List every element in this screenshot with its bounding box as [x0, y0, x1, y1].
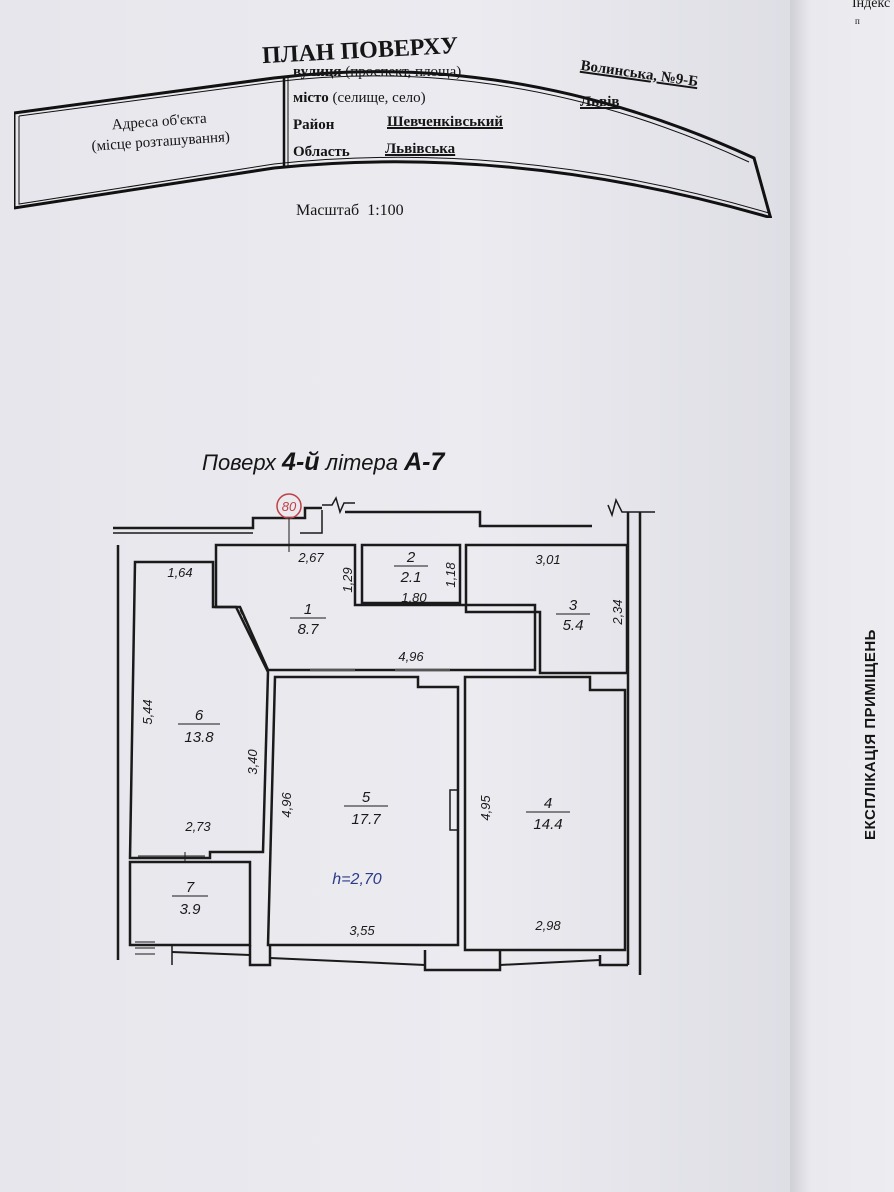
- room-5-outline: [266, 675, 460, 947]
- room-3-number: 3: [569, 597, 578, 614]
- street-label-text: вулиця: [293, 64, 342, 80]
- room-labels: 1 8.7 2 2.1 3 5.4 4 14.4 5 17.7 6 13.8 7…: [172, 549, 590, 918]
- axis-marker-label: 80: [282, 499, 297, 514]
- room-7-number: 7: [186, 879, 195, 896]
- floor-heading: Поверх 4-й літера А-7: [202, 448, 444, 477]
- region-label: Область: [293, 144, 350, 160]
- walls: [113, 496, 655, 975]
- room-4-outline: [463, 675, 627, 952]
- room-3-outline: [464, 543, 629, 675]
- room-7-area: 3.9: [180, 901, 202, 918]
- district-value: Шевченківський: [387, 114, 504, 130]
- dim-4-95: 4,95: [478, 795, 493, 821]
- room-6-number: 6: [195, 707, 204, 724]
- index-label: Індекс: [852, 0, 891, 11]
- room-6-area: 13.8: [184, 729, 214, 746]
- window-lines: [135, 609, 601, 966]
- room-6-outline: [128, 560, 270, 860]
- city-label-hint: (селище, село): [332, 90, 426, 106]
- district-label: Район: [293, 117, 335, 133]
- dim-4-96-side: 4,96: [279, 792, 294, 818]
- dim-3-01: 3,01: [535, 552, 560, 567]
- dim-5-44: 5,44: [140, 699, 155, 724]
- region-value: Львівська: [385, 141, 456, 157]
- dimension-labels: 2,67 1,29 1,80 1,18 3,01 2,34 1,64 4,96 …: [140, 550, 625, 938]
- dim-2-98: 2,98: [534, 918, 561, 933]
- room-3-area: 5.4: [563, 617, 584, 634]
- dim-3-40: 3,40: [245, 749, 260, 775]
- dim-2-73: 2,73: [184, 819, 211, 834]
- dim-2-67: 2,67: [297, 550, 324, 565]
- address-table-frame: [14, 70, 772, 218]
- street-label: вулиця (проспект, площа): [293, 64, 461, 81]
- dim-1-29: 1,29: [340, 567, 355, 592]
- floor-label: Поверх: [202, 450, 276, 475]
- dim-4-96-top: 4,96: [398, 649, 424, 664]
- dim-1-80: 1,80: [401, 590, 427, 605]
- document-page: [0, 0, 790, 1192]
- letter-value: А-7: [404, 448, 445, 476]
- adjacent-page: [790, 0, 894, 1192]
- room-4-area: 14.4: [533, 816, 562, 833]
- dim-2-34: 2,34: [610, 599, 625, 625]
- scale: Масштаб 1:100: [296, 202, 404, 220]
- dim-1-18: 1,18: [443, 562, 458, 588]
- street-label-hint: (проспект, площа): [345, 64, 462, 80]
- room-1-area: 8.7: [298, 621, 320, 638]
- city-value: Львів: [580, 94, 620, 110]
- room-5-area: 17.7: [351, 811, 381, 828]
- room-1-number: 1: [304, 601, 312, 618]
- index-sub: п: [855, 16, 860, 26]
- scale-label: Масштаб: [296, 202, 360, 219]
- city-label: місто (селище, село): [293, 90, 426, 107]
- room-4-number: 4: [544, 795, 552, 812]
- floor-value: 4-й: [282, 448, 320, 476]
- city-label-text: місто: [293, 90, 329, 106]
- dim-1-64: 1,64: [167, 565, 192, 580]
- scale-value: 1:100: [367, 202, 404, 219]
- dim-3-55: 3,55: [349, 923, 375, 938]
- room-2-area: 2.1: [400, 569, 422, 586]
- letter-label: літера: [325, 450, 398, 475]
- room-5-number: 5: [362, 789, 371, 806]
- room-1-outline: [214, 543, 537, 672]
- room-2-outline: [360, 543, 462, 605]
- room-2-number: 2: [406, 549, 416, 566]
- ceiling-height-note: h=2,70: [332, 871, 381, 888]
